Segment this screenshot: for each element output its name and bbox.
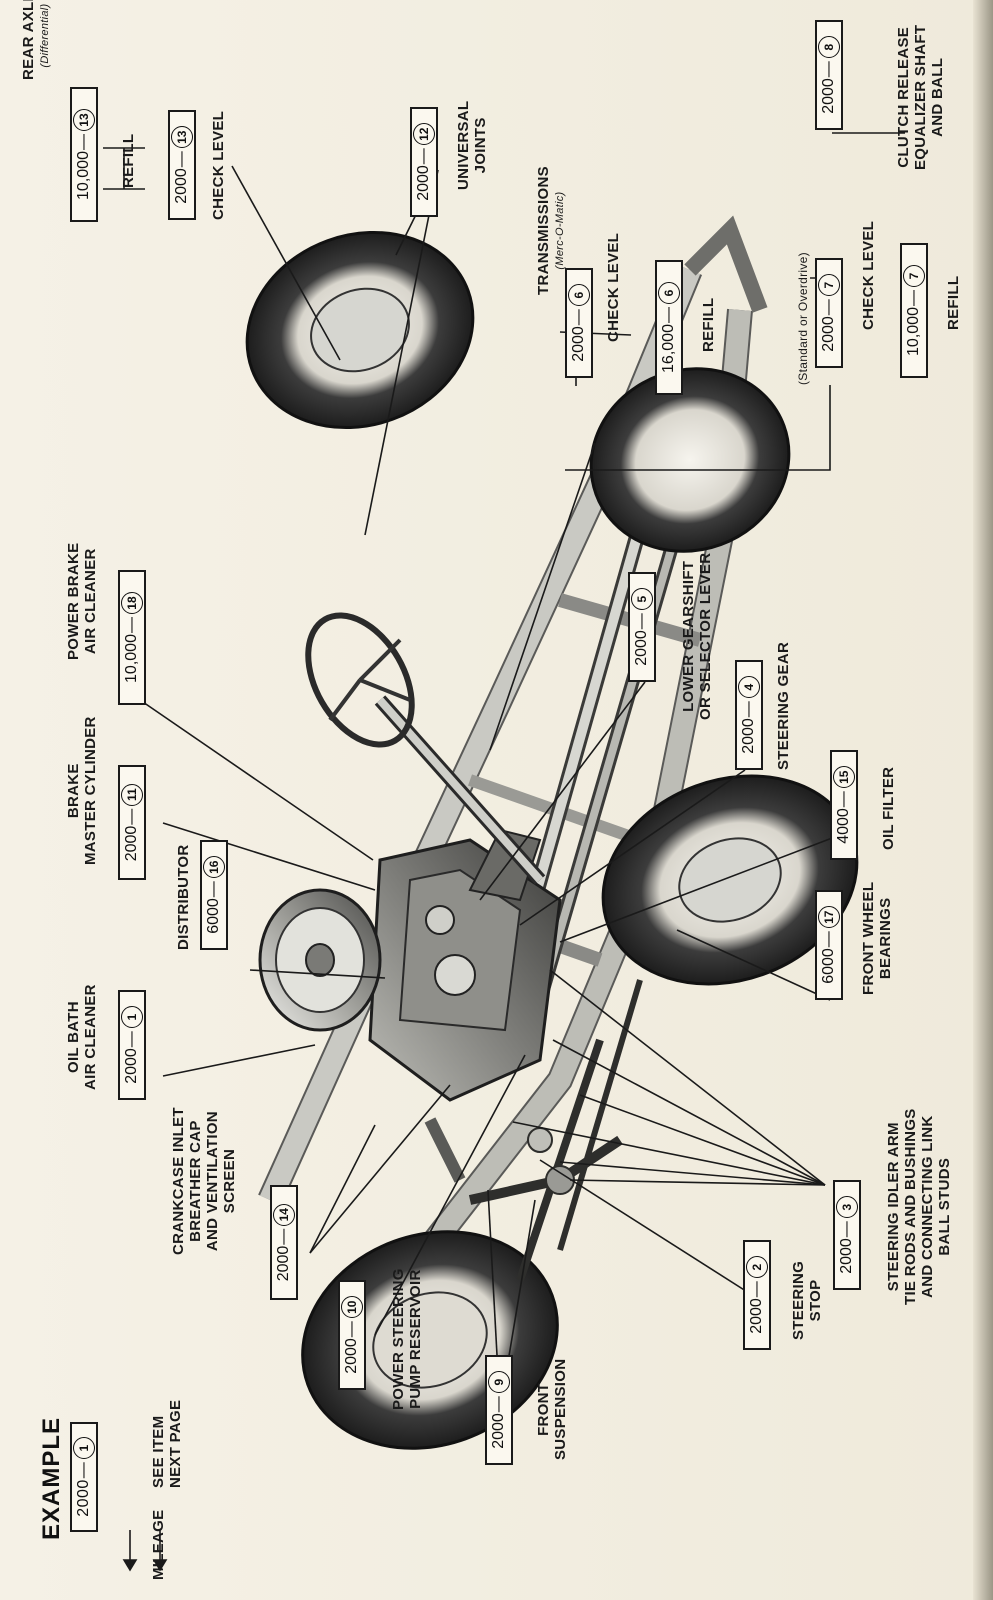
callout-rear-axle-check: 2000—13: [168, 110, 196, 220]
callout-steering-stop: 2000—2: [743, 1240, 771, 1350]
label-rear-axle-check: CHECK LEVEL: [210, 110, 227, 220]
air-cleaner: [258, 888, 382, 1032]
example-number: 1: [73, 1437, 95, 1460]
example-mileage: 2000: [75, 1479, 92, 1517]
callout-oil-filter: 4000—15: [830, 750, 858, 860]
callout-brake-master: 2000—11: [118, 765, 146, 880]
example-mileage-label: MILEAGE: [150, 1509, 167, 1580]
label-distributor: DISTRIBUTOR: [175, 844, 192, 950]
callout-rear-axle-refill: 10,000—13: [70, 87, 98, 222]
callout-trans-refill: 16,000—6: [655, 260, 683, 395]
standard-heading: (Standard or Overdrive): [796, 252, 810, 385]
callout-trans-check: 2000—6: [565, 268, 593, 378]
front-suspension-parts: [424, 979, 643, 1282]
rear-left-wheel: [589, 367, 791, 553]
callout-front-suspension: 2000—9: [485, 1355, 513, 1465]
callout-distributor: 6000—16: [200, 840, 228, 950]
callout-crankcase: 2000—14: [270, 1185, 298, 1300]
steering-column: [305, 612, 546, 885]
callout-universal-joints: 2000—12: [410, 107, 438, 217]
transmissions-heading: TRANSMISSIONS (Merc-O-Matic): [535, 166, 566, 295]
callout-power-brake: 10,000—18: [118, 570, 146, 705]
callout-front-wheel: 6000—17: [815, 890, 843, 1000]
callout-steering-gear: 2000—4: [735, 660, 763, 770]
rear-axle-heading: REAR AXLE (Differential): [20, 0, 51, 80]
label-trans-refill: REFILL: [700, 297, 717, 352]
label-oil-filter: OIL FILTER: [880, 766, 897, 850]
example-callout-box: 2000—1: [70, 1422, 98, 1532]
callout-power-steering: 2000—10: [338, 1280, 366, 1390]
label-rear-axle-refill: REFILL: [120, 133, 137, 188]
callout-clutch-release: 2000—8: [815, 20, 843, 130]
label-std-refill: REFILL: [945, 275, 962, 330]
rear-right-wheel: [245, 230, 475, 430]
example-see-label: SEE ITEM NEXT PAGE: [150, 1399, 184, 1488]
label-std-check: CHECK LEVEL: [860, 220, 877, 330]
label-trans-check: CHECK LEVEL: [605, 232, 622, 342]
engine: [368, 828, 562, 1102]
page-edge: [973, 0, 993, 1600]
example-heading: EXAMPLE: [38, 1416, 65, 1540]
front-right-wheel: [601, 774, 859, 986]
callout-std-refill: 10,000—7: [900, 243, 928, 378]
label-steering-gear: STEERING GEAR: [775, 641, 792, 770]
callout-gearshift: 2000—5: [628, 572, 656, 682]
callout-steering-idler: 2000—3: [833, 1180, 861, 1290]
callout-oil-bath: 2000—1: [118, 990, 146, 1100]
callout-std-check: 2000—7: [815, 258, 843, 368]
